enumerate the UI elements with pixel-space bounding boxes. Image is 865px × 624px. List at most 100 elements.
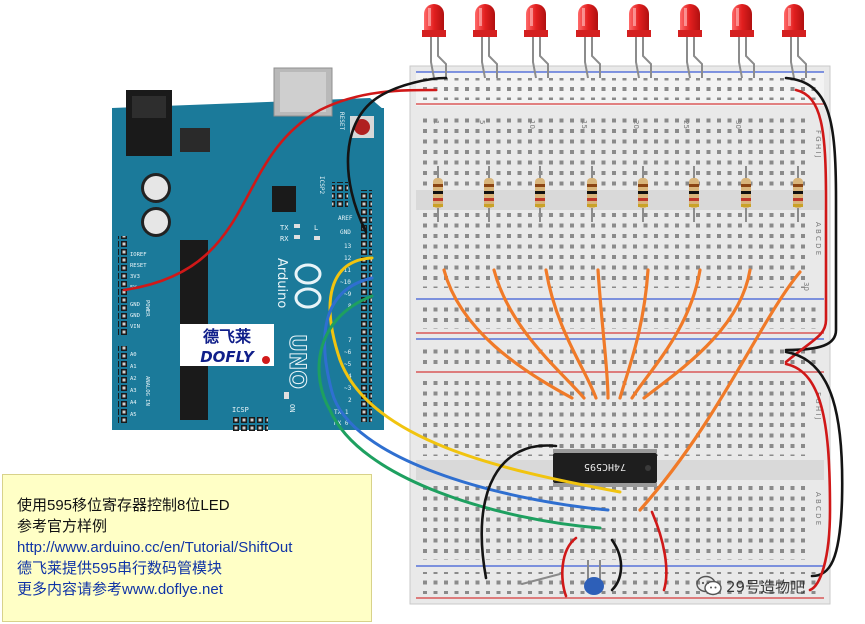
led-6 — [678, 4, 703, 79]
pin2-label: 2 — [348, 397, 352, 404]
led-array — [422, 4, 807, 79]
wechat-icon — [696, 575, 722, 596]
a1-label: A1 — [130, 364, 137, 370]
wire-grey-cap — [521, 573, 561, 585]
led-4 — [576, 4, 601, 79]
wire-orange-q2 — [492, 268, 586, 400]
watermark-text: 29号造物吧 — [726, 577, 806, 596]
icsp-label: ICSP — [232, 406, 249, 414]
note-line-2: 参考官方样例 — [17, 518, 108, 535]
wire-red-rail-bottom — [784, 362, 832, 592]
a3-label: A3 — [130, 388, 137, 394]
gnd2-label: GND — [130, 313, 140, 319]
shift-register-chip: 74HC595 — [553, 449, 657, 487]
wire-black-gnd — [346, 76, 448, 234]
resistor-7 — [741, 166, 751, 222]
gnd1-label: GND — [130, 302, 140, 308]
bb-col-10: 10 — [528, 120, 536, 129]
wire-red-rail-top — [784, 88, 828, 364]
led-1 — [422, 4, 447, 79]
rx-label: RX — [280, 235, 289, 243]
resistor-6 — [689, 166, 699, 222]
tx-label: TX — [280, 224, 289, 232]
brand-cn: 德飞莱 — [203, 327, 251, 346]
bb-col-15: 15 — [580, 120, 588, 129]
pin0-label: RX 0 — [334, 420, 349, 427]
wires — [122, 76, 844, 598]
reset2-label: RESET — [130, 263, 147, 269]
on-label: ON — [288, 404, 296, 412]
gnd-label: GND — [340, 229, 351, 236]
breadboard: 1 5 10 15 20 25 30 30 F G H I J A B C D … — [409, 65, 831, 605]
analog-in-label: ANALOG IN — [144, 376, 150, 406]
pin4-label: 4 — [348, 373, 352, 380]
wire-orange-q1 — [442, 268, 574, 400]
note-line-4: 德飞莱提供595串行数码管模块 — [17, 560, 223, 577]
bb-row-letters-bottom: A B C D E — [814, 492, 822, 525]
wire-black-chip-gnd — [480, 444, 558, 580]
resistor-array — [433, 166, 803, 222]
resistor-8 — [793, 166, 803, 222]
wire-orange-q3 — [544, 268, 598, 400]
resistor-5 — [638, 166, 648, 222]
bb-row-letters-low: F G H I J — [814, 392, 822, 420]
pin7-label: 7 — [348, 337, 352, 344]
resistor-2 — [484, 166, 494, 222]
led-5 — [627, 4, 652, 79]
ceramic-capacitor — [584, 560, 604, 595]
arduino-uno-board: RESET ICSP2 TX RX L Arduino UNO 德飞莱 DOFL… — [112, 67, 384, 432]
led-7 — [730, 4, 755, 79]
wire-orange-q7 — [642, 268, 752, 400]
reset-label: RESET — [338, 112, 345, 130]
chip-label: 74HC595 — [584, 461, 626, 472]
resistor-4 — [587, 166, 597, 222]
description-note: 使用595移位寄存器控制8位LED 参考官方样例 http://www.ardu… — [2, 474, 372, 622]
wire-black-rail-bottom — [784, 350, 844, 578]
pin11-label: ~11 — [340, 267, 351, 274]
a5-label: A5 — [130, 412, 137, 418]
power-label: POWER — [144, 300, 150, 317]
note-line-5: 更多内容请参考www.doflye.net — [17, 581, 223, 598]
watermark: 29号造物吧 — [696, 572, 846, 600]
pin9-label: ~9 — [344, 291, 352, 298]
wire-red-chip-vcc — [561, 536, 578, 598]
a4-label: A4 — [130, 400, 137, 406]
bb-col-20: 20 — [632, 120, 640, 129]
pin6-label: ~6 — [344, 349, 352, 356]
arduino-infinity-logo — [294, 263, 322, 309]
wire-orange-q6 — [630, 268, 702, 400]
wire-black-rail-top — [784, 76, 838, 352]
bb-row-letters-mid: A B C D E — [814, 222, 822, 255]
icsp2-label: ICSP2 — [318, 176, 325, 194]
note-line-1: 使用595移位寄存器控制8位LED — [17, 497, 230, 514]
led-3 — [524, 4, 549, 79]
resistor-1 — [433, 166, 443, 222]
wire-orange-q5 — [618, 268, 650, 400]
bb-col-5: 5 — [478, 120, 486, 124]
ioref-label: IOREF — [130, 252, 147, 258]
vin-label: VIN — [130, 324, 140, 330]
bb-col-30: 30 — [734, 120, 742, 129]
bb-col-25: 25 — [682, 120, 690, 129]
a0-label: A0 — [130, 352, 137, 358]
aref-label: AREF — [338, 215, 353, 222]
wire-yellow-data — [328, 256, 622, 494]
wire-orange-q4 — [596, 268, 610, 400]
pin13-label: 13 — [344, 243, 352, 250]
led-2 — [473, 4, 498, 79]
led-l-label: L — [314, 224, 318, 232]
led-8 — [782, 4, 807, 79]
bb-row-letters-top: F G H I J — [814, 130, 822, 158]
note-line-3-link[interactable]: http://www.arduino.cc/en/Tutorial/ShiftO… — [17, 539, 293, 556]
resistor-3 — [535, 166, 545, 222]
uno-wordmark: UNO — [284, 334, 309, 389]
pin3-label: ~3 — [344, 385, 352, 392]
pin10-label: ~10 — [340, 279, 351, 286]
wire-black-chip-oe — [610, 538, 623, 592]
brand-en: DOFLY — [200, 348, 256, 366]
wire-orange-q0 — [638, 270, 802, 512]
wire-red-chip-mr — [650, 510, 668, 592]
arduino-wordmark: Arduino — [274, 258, 289, 308]
pin12-label: 12 — [344, 255, 352, 262]
